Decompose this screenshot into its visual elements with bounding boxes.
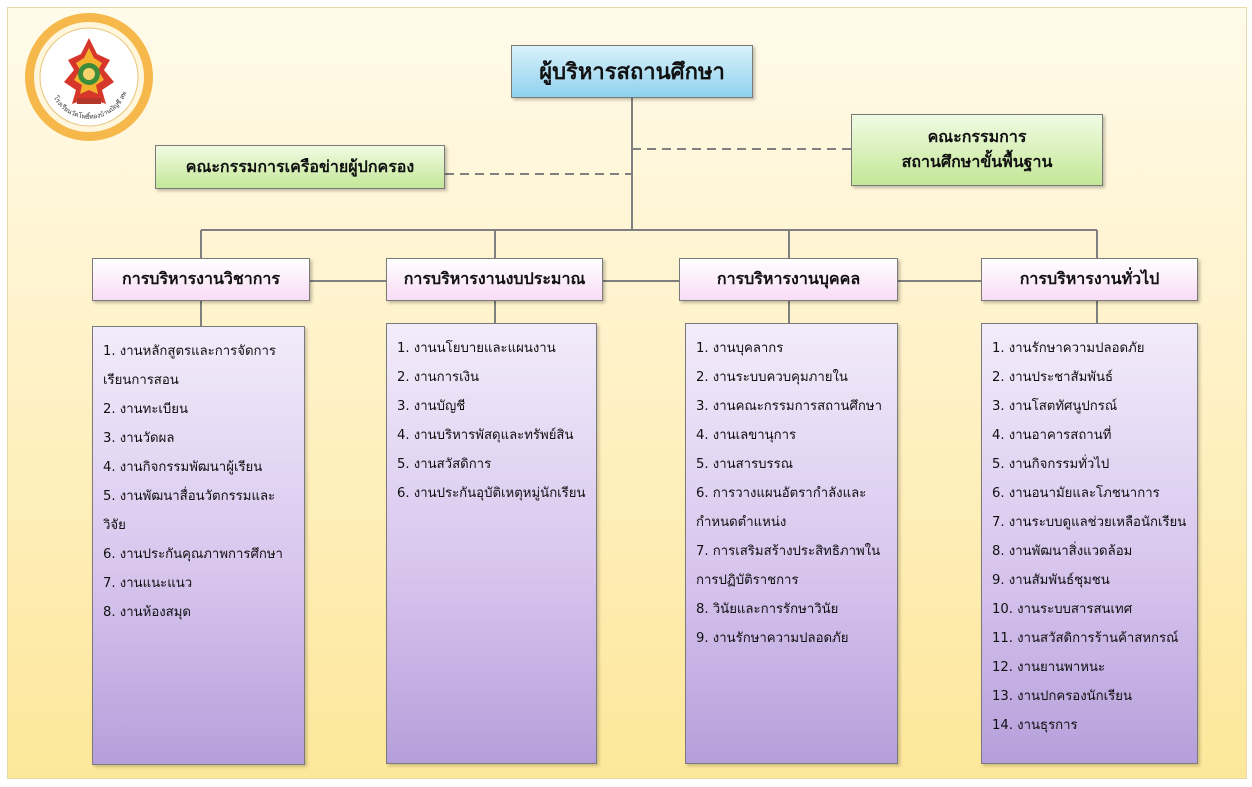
dept-budget-box: การบริหารงานงบประมาณ bbox=[386, 258, 603, 301]
task-item: 6. การวางแผนอัตรากำลังและ bbox=[696, 486, 867, 501]
task-item: 8. วินัยและการรักษาวินัย bbox=[696, 602, 839, 617]
task-item: วิจัย bbox=[103, 518, 126, 533]
task-item: การปฏิบัติราชการ bbox=[696, 573, 799, 588]
task-item: เรียนการสอน bbox=[103, 373, 179, 388]
task-item: 3. งานคณะกรรมการสถานศึกษา bbox=[696, 399, 882, 414]
task-item: 6. งานประกันอุบัติเหตุหมู่นักเรียน bbox=[397, 486, 586, 501]
dept-general-title: การบริหารงานทั่วไป bbox=[1019, 269, 1160, 288]
task-item: 3. งานวัดผล bbox=[103, 431, 175, 446]
task-item: 7. การเสริมสร้างประสิทธิภาพใน bbox=[696, 544, 881, 559]
basic-committee-line2: สถานศึกษาขั้นพื้นฐาน bbox=[901, 152, 1053, 171]
task-item: 2. งานประชาสัมพันธ์ bbox=[992, 370, 1114, 385]
dept-academic-title: การบริหารงานวิชาการ bbox=[122, 269, 280, 288]
school-emblem-icon: โรงเรียนวัดโพธิ์ทองบ้านบัญชี สพป.ชลบุรี … bbox=[20, 8, 156, 144]
dept-budget-task-list: 1. งานนโยบายและแผนงาน 2. งานการเงิน 3. ง… bbox=[386, 323, 597, 764]
dept-academic-task-list: 1. งานหลักสูตรและการจัดการ เรียนการสอน 2… bbox=[92, 326, 305, 765]
task-item: 6. งานอนามัยและโภชนาการ bbox=[992, 486, 1160, 501]
dept-general-task-list: 1. งานรักษาความปลอดภัย 2. งานประชาสัมพัน… bbox=[981, 323, 1198, 764]
dept-personnel-title: การบริหารงานบุคคล bbox=[716, 269, 861, 288]
task-item: 4. งานเลขานุการ bbox=[696, 428, 797, 443]
task-item: 9. งานรักษาความปลอดภัย bbox=[696, 631, 849, 646]
dept-personnel-box: การบริหารงานบุคคล bbox=[679, 258, 898, 301]
dept-personnel-task-list: 1. งานบุคลากร 2. งานระบบควบคุมภายใน 3. ง… bbox=[685, 323, 898, 764]
task-item: 7. งานระบบดูแลช่วยเหลือนักเรียน bbox=[992, 515, 1187, 530]
task-item: 3. งานบัญชี bbox=[397, 399, 466, 414]
task-item: 9. งานสัมพันธ์ชุมชน bbox=[992, 573, 1110, 588]
task-item: 8. งานห้องสมุด bbox=[103, 605, 191, 620]
org-chart: โรงเรียนวัดโพธิ์ทองบ้านบัญชี สพป.ชลบุรี … bbox=[7, 7, 1247, 779]
task-item: 1. งานรักษาความปลอดภัย bbox=[992, 341, 1145, 356]
task-item: 4. งานกิจกรรมพัฒนาผู้เรียน bbox=[103, 460, 263, 475]
task-item: 1. งานหลักสูตรและการจัดการ bbox=[103, 344, 276, 359]
task-item: 1. งานนโยบายและแผนงาน bbox=[397, 341, 556, 356]
task-item: 5. งานพัฒนาสื่อนวัตกรรมและ bbox=[103, 489, 276, 504]
task-item: 5. งานสวัสดิการ bbox=[397, 457, 492, 472]
task-item: 8. งานพัฒนาสิ่งแวดล้อม bbox=[992, 544, 1133, 559]
task-item: 10. งานระบบสารสนเทศ bbox=[992, 602, 1133, 617]
network-committee-label: คณะกรรมการเครือข่ายผู้ปกครอง bbox=[185, 156, 415, 176]
task-item: 3. งานโสตทัศนูปกรณ์ bbox=[992, 399, 1118, 414]
task-item: 13. งานปกครองนักเรียน bbox=[992, 689, 1132, 704]
network-committee-box: คณะกรรมการเครือข่ายผู้ปกครอง bbox=[155, 145, 445, 189]
dept-academic-box: การบริหารงานวิชาการ bbox=[92, 258, 310, 301]
connector-lines bbox=[200, 98, 1098, 326]
task-item: 5. งานกิจกรรมทั่วไป bbox=[992, 457, 1110, 472]
task-item: 1. งานบุคลากร bbox=[696, 341, 784, 356]
task-item: 2. งานการเงิน bbox=[397, 370, 480, 385]
task-item: 14. งานธุรการ bbox=[992, 718, 1078, 733]
task-item: 2. งานทะเบียน bbox=[103, 402, 189, 417]
task-item: 7. งานแนะแนว bbox=[103, 576, 193, 591]
dept-budget-title: การบริหารงานงบประมาณ bbox=[403, 269, 586, 288]
task-item: 2. งานระบบควบคุมภายใน bbox=[696, 370, 848, 385]
dept-general-box: การบริหารงานทั่วไป bbox=[981, 258, 1198, 301]
basic-committee-box: คณะกรรมการ สถานศึกษาขั้นพื้นฐาน bbox=[851, 114, 1103, 186]
task-item: 4. งานบริหารพัสดุและทรัพย์สิน bbox=[397, 428, 574, 443]
executive-title: ผู้บริหารสถานศึกษา bbox=[539, 60, 725, 85]
task-item: 12. งานยานพาหนะ bbox=[992, 660, 1106, 675]
task-item: 6. งานประกันคุณภาพการศึกษา bbox=[103, 547, 283, 562]
task-item: 5. งานสารบรรณ bbox=[696, 457, 793, 472]
task-item: 11. งานสวัสดิการร้านค้าสหกรณ์ bbox=[992, 631, 1179, 646]
task-item: 4. งานอาคารสถานที่ bbox=[992, 428, 1112, 443]
task-item: กำหนดตำแหน่ง bbox=[696, 515, 787, 530]
basic-committee-line1: คณะกรรมการ bbox=[927, 127, 1027, 147]
executive-box: ผู้บริหารสถานศึกษา bbox=[511, 45, 753, 98]
